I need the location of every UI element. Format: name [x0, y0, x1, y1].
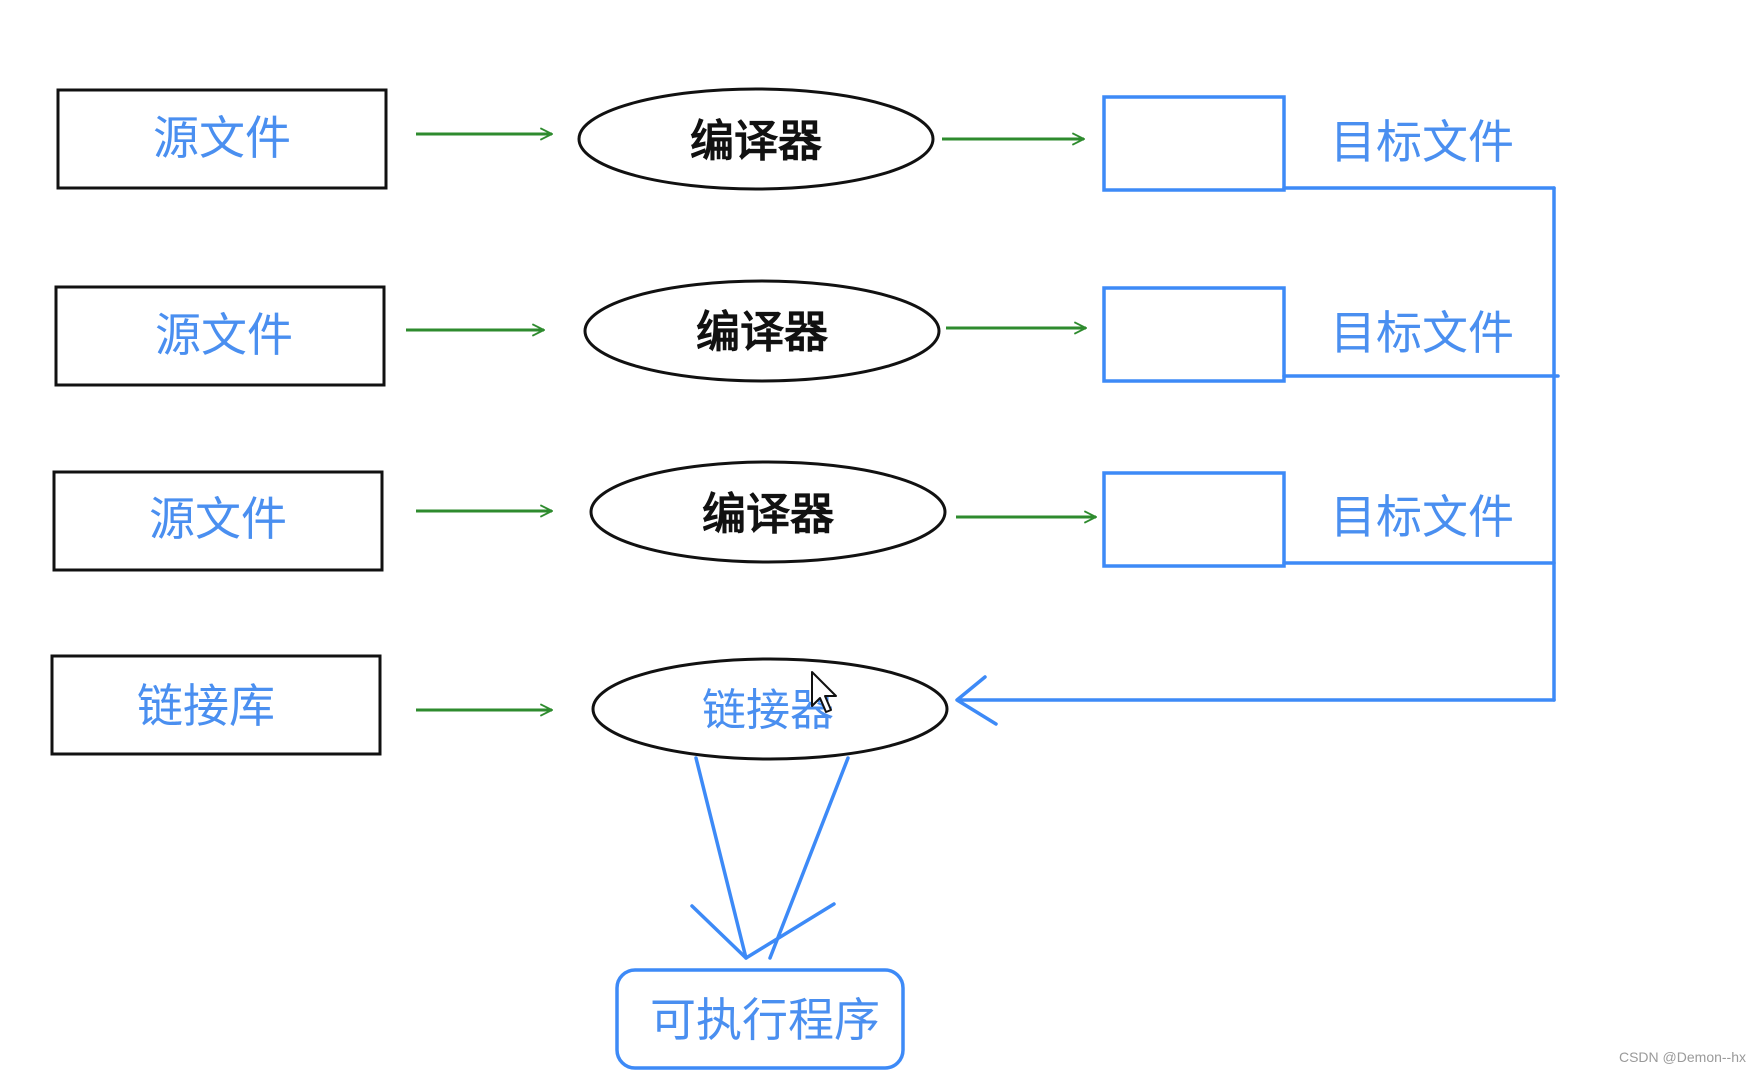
object-file-2: 目标文件 — [1102, 286, 1514, 383]
source-box-2: 源文件 — [54, 285, 386, 387]
source-box-label: 源文件 — [153, 111, 291, 165]
executable-box: 可执行程序 — [615, 968, 905, 1070]
mouse-pointer-icon — [811, 671, 837, 713]
compiler-label: 编译器 — [696, 307, 829, 358]
object-file-label: 目标文件 — [1330, 115, 1514, 169]
arrowhead-to-linker-icon — [955, 675, 998, 726]
object-file-3: 目标文件 — [1102, 471, 1514, 568]
library-box-label: 链接库 — [137, 679, 275, 733]
object-file-1: 目标文件 — [1102, 95, 1514, 192]
source-box-label: 源文件 — [155, 308, 293, 362]
compiler-3: 编译器 — [589, 460, 947, 564]
watermark: CSDN @Demon--hx — [1619, 1049, 1746, 1065]
source-box-label: 源文件 — [149, 492, 287, 546]
compiler-1: 编译器 — [577, 87, 935, 191]
object-file-label: 目标文件 — [1330, 490, 1514, 544]
source-box-1: 源文件 — [56, 88, 388, 190]
compiler-label: 编译器 — [690, 116, 823, 167]
library-box: 链接库 — [50, 654, 382, 756]
object-file-label: 目标文件 — [1330, 306, 1514, 360]
executable-label: 可执行程序 — [650, 993, 880, 1047]
linker-to-executable-arrows — [690, 756, 850, 960]
compiler-2: 编译器 — [583, 279, 941, 383]
compiler-label: 编译器 — [702, 489, 835, 540]
source-box-3: 源文件 — [52, 470, 384, 572]
linker: 链接器 — [591, 657, 949, 761]
object-files-connector — [955, 186, 1560, 726]
